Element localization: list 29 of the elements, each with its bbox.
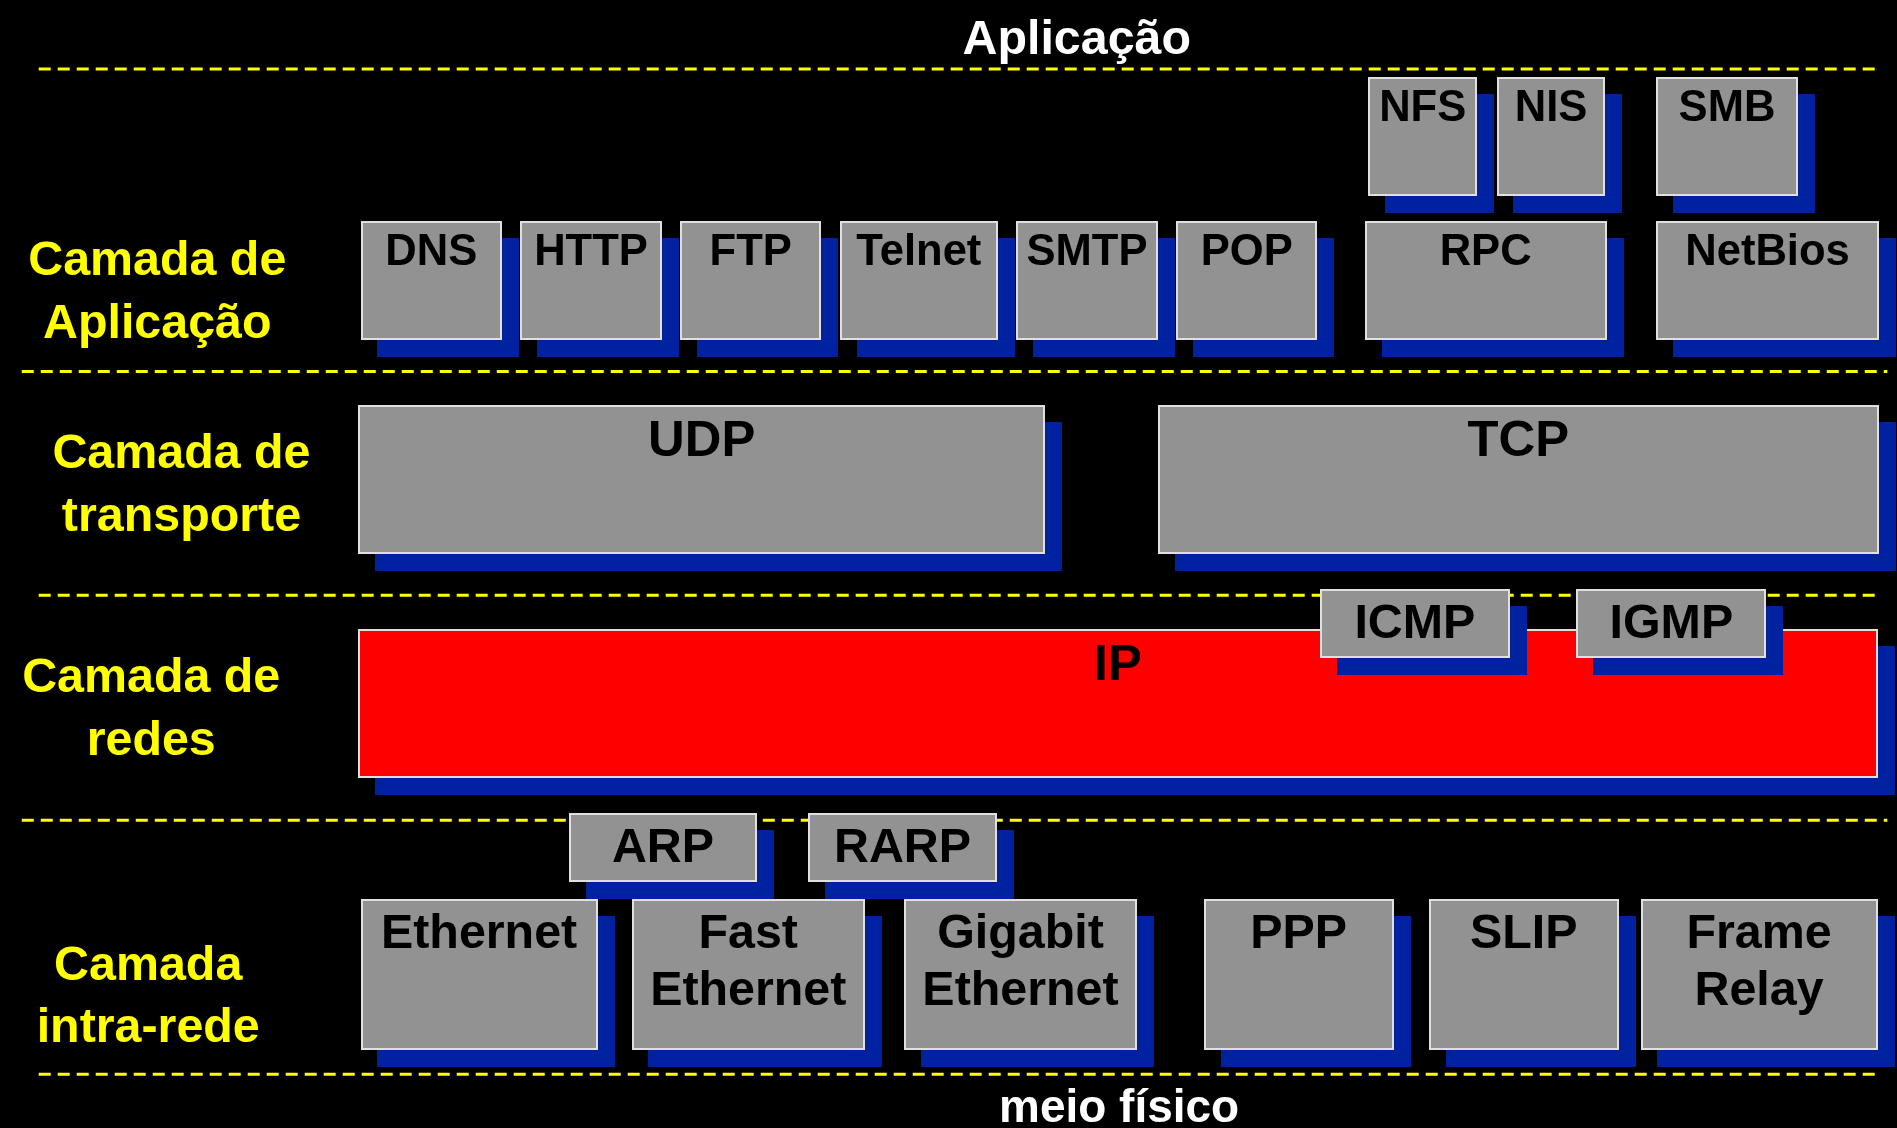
protocol-box: FTP — [679, 221, 822, 340]
layer-label: Camada de redes — [21, 646, 282, 767]
layer-label: Camada intra-rede — [35, 934, 261, 1055]
protocol-box: POP — [1175, 221, 1318, 340]
protocol-box: RARP — [808, 813, 997, 882]
protocol-box: ICMP — [1319, 589, 1510, 659]
protocol-box: SMB — [1656, 77, 1798, 196]
protocol-box: Frame Relay — [1640, 898, 1878, 1051]
protocol-box: RPC — [1364, 221, 1607, 340]
protocol-box: Telnet — [839, 221, 999, 340]
layer-label: Camada de transporte — [51, 422, 312, 543]
protocol-box: HTTP — [520, 221, 662, 340]
protocol-box: Fast Ethernet — [631, 898, 865, 1051]
layer-label: Camada de Aplicação — [27, 230, 288, 351]
protocol-box: NFS — [1368, 77, 1478, 196]
protocol-box: DNS — [360, 221, 503, 340]
protocol-box: PPP — [1203, 898, 1394, 1051]
protocol-box: ARP — [568, 813, 758, 882]
protocol-box: IGMP — [1576, 589, 1767, 659]
page-title: Aplicação — [961, 9, 1192, 67]
protocol-box: NetBios — [1656, 221, 1879, 340]
protocol-box: NIS — [1496, 77, 1606, 196]
protocol-box: Ethernet — [360, 898, 598, 1051]
protocol-box: TCP — [1157, 405, 1879, 555]
protocol-box: Gigabit Ethernet — [903, 898, 1138, 1051]
protocol-box: SMTP — [1016, 221, 1158, 340]
protocol-box: UDP — [358, 405, 1046, 555]
page-footer: meio físico — [943, 1076, 1295, 1128]
protocol-box: SLIP — [1428, 898, 1619, 1051]
